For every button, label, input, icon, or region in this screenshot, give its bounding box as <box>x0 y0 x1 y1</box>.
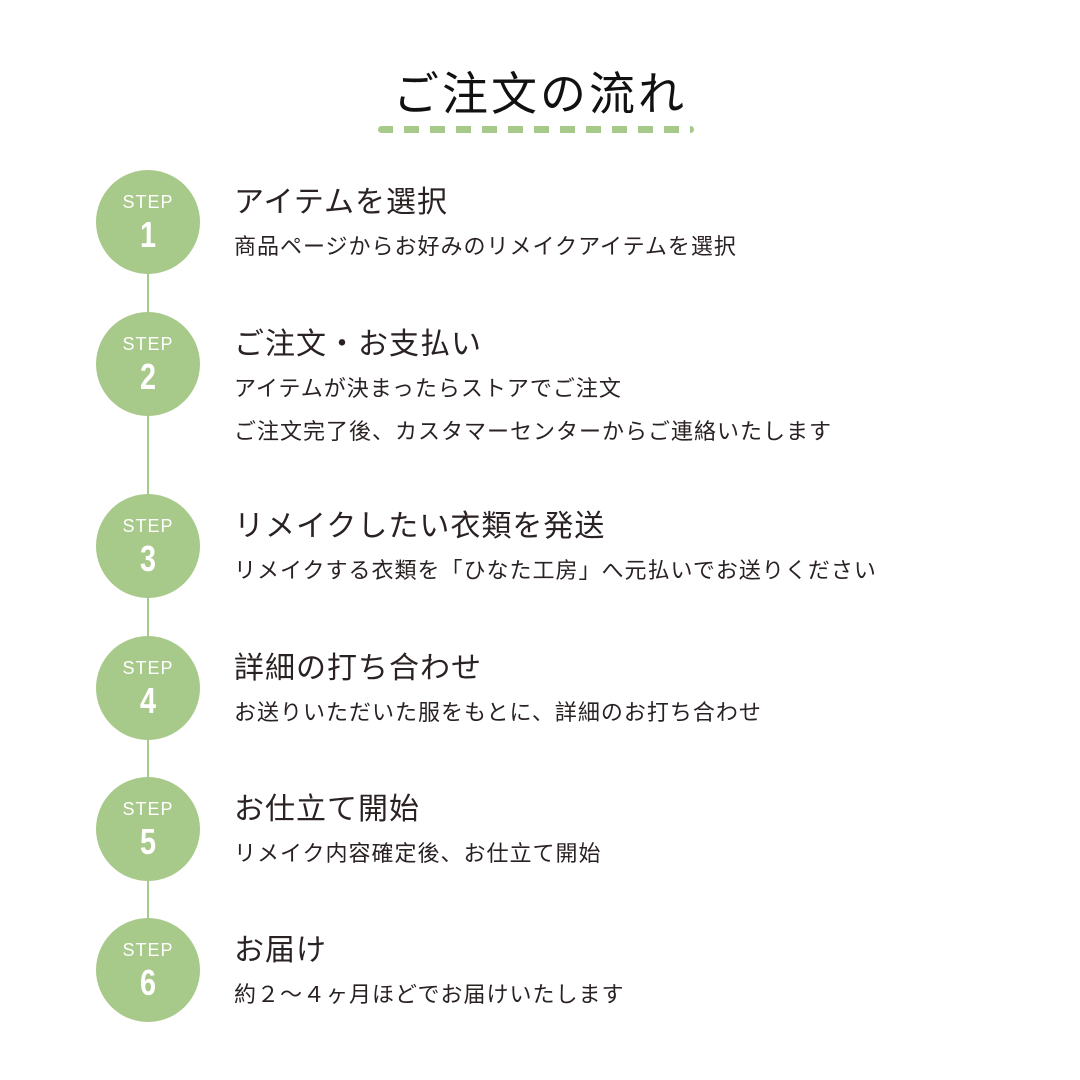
step-title: 詳細の打ち合わせ <box>234 651 482 686</box>
step-number: 1 <box>139 214 157 255</box>
step-label: STEP <box>122 192 174 212</box>
step-description: 商品ページからお好みのリメイクアイテムを選択 <box>234 235 737 260</box>
step-title: アイテムを選択 <box>234 185 448 220</box>
step-label: STEP <box>122 658 174 678</box>
step-description: お送りいただいた服をもとに、詳細のお打ち合わせ <box>234 701 762 726</box>
page-title: ご注文の流れ <box>393 67 687 121</box>
step-label: STEP <box>122 516 174 536</box>
step-badge: STEP 5 <box>96 777 200 881</box>
step-number: 5 <box>139 821 157 862</box>
step-label: STEP <box>122 940 174 960</box>
step-description: リメイクする衣類を「ひなた工房」へ元払いでお送りください <box>234 559 877 584</box>
step-description: ご注文完了後、カスタマーセンターからご連絡いたします <box>234 420 833 445</box>
step-badge: STEP 4 <box>96 636 200 740</box>
title-dashed-divider <box>378 126 694 133</box>
step-badge: STEP 6 <box>96 918 200 1022</box>
step-number: 6 <box>139 962 157 1003</box>
step-description: リメイク内容確定後、お仕立て開始 <box>234 842 602 867</box>
step-label: STEP <box>122 799 174 819</box>
step-badge: STEP 2 <box>96 312 200 416</box>
step-number: 3 <box>139 538 157 579</box>
step-badge: STEP 3 <box>96 494 200 598</box>
step-badge: STEP 1 <box>96 170 200 274</box>
step-number: 4 <box>139 680 157 721</box>
step-title: リメイクしたい衣類を発送 <box>234 509 606 544</box>
step-title: お仕立て開始 <box>234 792 420 827</box>
step-description: 約２〜４ヶ月ほどでお届けいたします <box>234 983 625 1008</box>
step-title: ご注文・お支払い <box>234 327 482 362</box>
step-number: 2 <box>139 356 157 397</box>
step-title: お届け <box>234 933 327 968</box>
step-label: STEP <box>122 334 174 354</box>
step-description: アイテムが決まったらストアでご注文 <box>234 377 622 402</box>
